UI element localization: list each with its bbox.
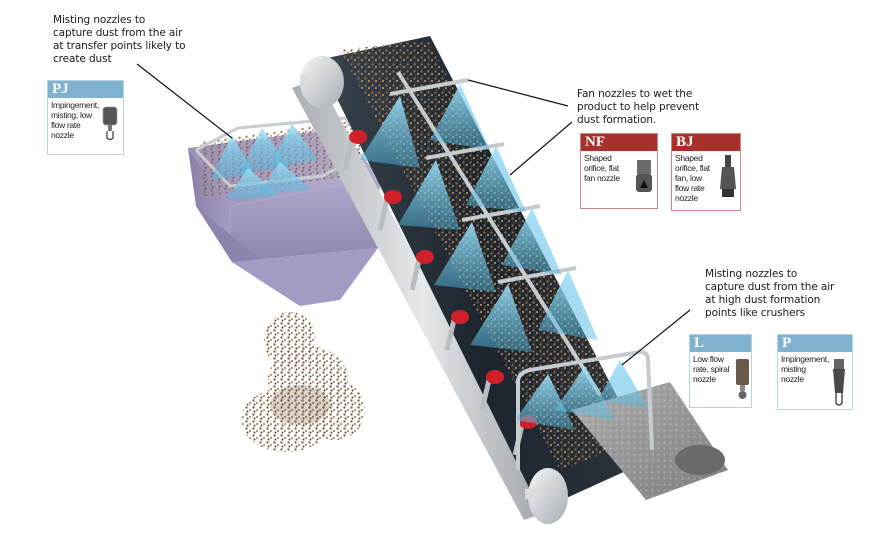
- callout-line: product to help prevent: [577, 101, 699, 113]
- callout-line: Misting nozzles to: [705, 268, 798, 280]
- conveyor-frame-left: [292, 78, 552, 520]
- leader-line-fan-lower: [509, 121, 573, 176]
- spray-cone: [538, 270, 598, 340]
- nozzle-code: BJ: [672, 134, 740, 151]
- spray-cone: [555, 366, 615, 420]
- leader-line-crusher: [621, 309, 691, 366]
- callout-line: create dust: [53, 53, 112, 65]
- spray-cone: [598, 360, 648, 408]
- spray-manifold-pipe: [396, 70, 602, 397]
- callout-line: Fan nozzles to wet the: [577, 88, 693, 100]
- flat-fan-nozzle-icon: [636, 160, 652, 192]
- callout-line: points like crushers: [705, 307, 806, 319]
- falling-material: [241, 312, 365, 452]
- callout-line: capture dust from the air: [53, 27, 183, 39]
- callout-crusher-misting: Misting nozzles to capture dust from the…: [705, 268, 834, 320]
- spiral-nozzle-icon: [736, 359, 749, 399]
- callout-line: at high dust formation: [705, 294, 821, 306]
- hopper: [188, 116, 380, 306]
- impingement-nozzle-icon: [102, 106, 118, 141]
- hopper-funnel-front: [232, 248, 378, 306]
- hopper-spray-nozzles: [210, 124, 318, 200]
- callout-transfer-point-misting: Misting nozzles to capture dust from the…: [53, 14, 186, 66]
- nozzle-code: PJ: [48, 81, 123, 98]
- spray-cone: [398, 160, 460, 230]
- belt-spray-system: [360, 70, 602, 397]
- flat-fan-low-flow-nozzle-icon: [720, 155, 736, 197]
- hopper-front-face: [230, 178, 380, 262]
- head-roller: [300, 56, 344, 108]
- nozzle-code: P: [778, 335, 852, 352]
- leader-line-transfer: [136, 63, 233, 139]
- callout-line: dust formation.: [577, 114, 657, 126]
- spray-cone: [434, 222, 496, 292]
- callout-line: capture dust from the air: [705, 281, 835, 293]
- chute-spray-system: [515, 349, 654, 470]
- spray-cone: [502, 208, 562, 275]
- callout-line: at transfer points likely to: [53, 40, 186, 52]
- nozzle-code: NF: [581, 134, 657, 151]
- nozzle-code: L: [690, 335, 751, 352]
- spray-cone: [430, 84, 490, 150]
- spray-cone: [470, 284, 532, 352]
- spray-cone: [515, 374, 575, 430]
- tail-roller: [525, 468, 568, 524]
- spray-cone: [466, 146, 526, 212]
- callout-line: Misting nozzles to: [53, 14, 146, 26]
- leader-line-fan-upper: [467, 79, 569, 107]
- misting-nozzle-icon: [833, 359, 845, 406]
- callout-fan-nozzles: Fan nozzles to wet the product to help p…: [577, 88, 699, 127]
- spray-cone: [360, 96, 420, 168]
